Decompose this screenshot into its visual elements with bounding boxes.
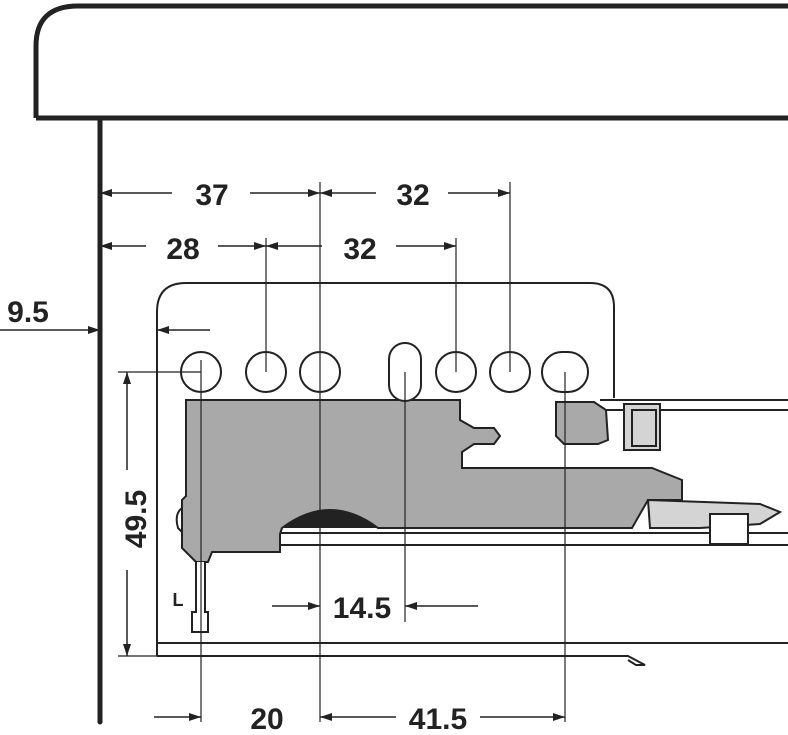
dimension-arrows bbox=[0, 189, 565, 721]
inner-rail bbox=[280, 399, 788, 546]
dim-28: 28 bbox=[166, 233, 199, 266]
locking-tab bbox=[191, 562, 209, 633]
rear-bracket-2 bbox=[623, 403, 661, 451]
extension-catch bbox=[709, 513, 749, 545]
base-runner-rail bbox=[157, 642, 788, 666]
extension-lines bbox=[118, 182, 566, 722]
l-marker-label: L bbox=[173, 590, 184, 610]
dim-49-5: 49.5 bbox=[120, 490, 153, 548]
rear-bracket bbox=[555, 401, 610, 445]
dim-41-5: 41.5 bbox=[409, 703, 467, 730]
runner-clip bbox=[282, 510, 378, 528]
dim-32-top: 32 bbox=[396, 179, 429, 212]
dim-20: 20 bbox=[250, 703, 283, 730]
dim-37: 37 bbox=[195, 179, 228, 212]
top-panel bbox=[33, 3, 788, 121]
left-hook bbox=[175, 507, 183, 533]
dim-9-5: 9.5 bbox=[7, 296, 49, 329]
dim-14-5: 14.5 bbox=[333, 592, 391, 625]
dim-32-mid: 32 bbox=[343, 233, 376, 266]
mounting-holes bbox=[180, 342, 589, 402]
mounting-plate bbox=[156, 282, 615, 650]
